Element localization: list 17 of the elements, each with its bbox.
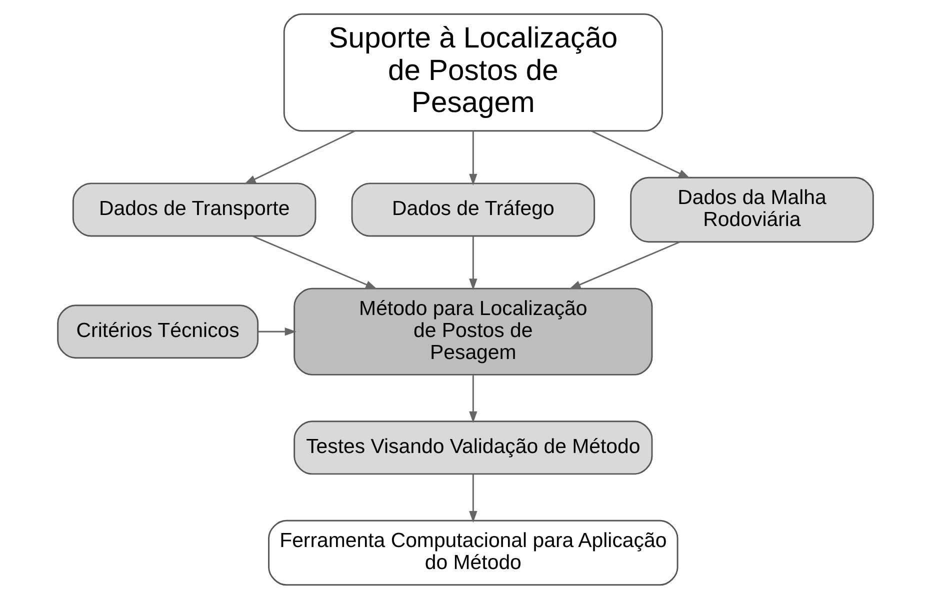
arrow [244,130,355,184]
node-box: Ferramenta Computacional para Aplicação do Método [268,520,678,586]
node-box: Dados de Transporte [72,182,316,237]
arrow [590,130,690,179]
node-box: Dados da Malha Rodoviária [630,176,874,243]
node-box: Dados de Tráfego [350,182,595,237]
arrow [252,235,377,290]
node-box: Critérios Técnicos [56,304,258,359]
arrow [468,474,477,523]
node-box: Testes Visando Validação de Método [293,420,652,475]
arrow [468,236,477,290]
arrow [568,241,680,290]
node-box: Suporte à Localização de Postos de Pesagem [282,13,662,132]
node-box: Método para Localização de Postos de Pesagem [293,288,652,376]
arrow [258,328,296,336]
arrow [468,375,477,424]
arrow [468,130,477,186]
